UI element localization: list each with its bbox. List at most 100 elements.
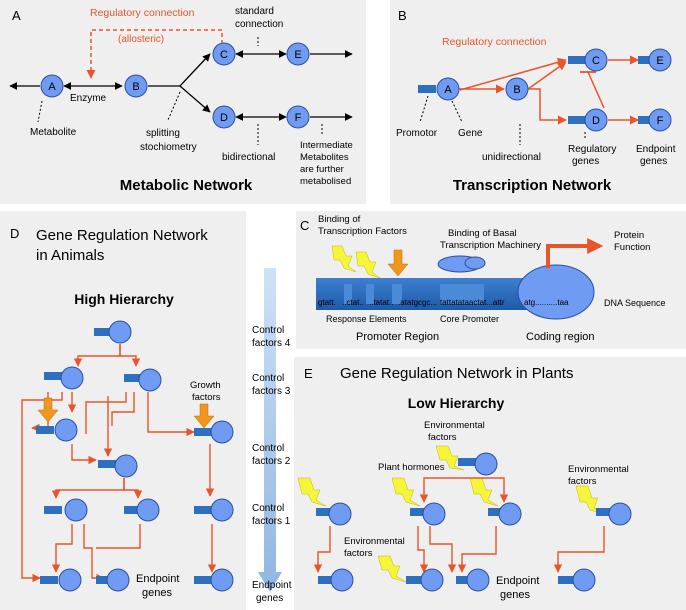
- response-elements-label: Response Elements: [326, 314, 407, 324]
- plant-gene-top: [458, 452, 498, 476]
- animal-endpoint-gene-3: [194, 568, 234, 592]
- seq-segment-3: ..tatat..: [369, 298, 393, 307]
- enzyme-label: Enzyme: [70, 93, 107, 104]
- lightning-icon-hormone-3: [469, 477, 499, 507]
- panel-d-letter: D: [10, 226, 19, 241]
- panel-a-background: [0, 0, 366, 204]
- animal-gene-cf2: [98, 454, 138, 478]
- cf3-line-2: factors 3: [252, 386, 291, 397]
- binding-tf-line-2: Transcription Factors: [318, 226, 407, 237]
- plant-gene-mid-3: [488, 502, 522, 526]
- panel-b-background: [390, 0, 686, 204]
- svg-text:E: E: [656, 55, 663, 67]
- svg-text:C: C: [220, 49, 228, 61]
- endpoint-label-e: Endpoint: [496, 575, 539, 587]
- cf3-line-1: Control: [252, 373, 284, 384]
- animal-gene-cf1-a: [44, 498, 88, 522]
- endpoint-genes-label-d: genes: [142, 587, 172, 599]
- intermediate-line-4: metabolised: [300, 176, 351, 187]
- splitting-pointer: [167, 91, 181, 121]
- promoter-region-label: Promoter Region: [356, 331, 439, 343]
- seq-segment-4: .atatgcgc...: [398, 298, 437, 307]
- metabolite-label: Metabolite: [30, 127, 77, 138]
- endpoint-genes-label-e: genes: [500, 589, 530, 601]
- panel-a-regulatory-label: Regulatory connection: [90, 7, 195, 19]
- protein-function-arrow: [546, 238, 604, 268]
- seq-segment-6: atg..........taa: [524, 298, 569, 307]
- intermediate-line-3: are further: [300, 164, 344, 175]
- bidirectional-label: bidirectional: [222, 152, 275, 163]
- control-factor-band: Control factors 4 Control factors 3 Cont…: [252, 268, 292, 604]
- low-hierarchy-label: Low Hierarchy: [408, 395, 505, 411]
- cf2-line-2: factors 2: [252, 456, 291, 467]
- panel-b-letter: B: [398, 8, 407, 23]
- metabolite-node-d: D: [212, 105, 236, 129]
- seq-segment-2: ..ctat..: [342, 298, 364, 307]
- dna-sequence-label: DNA Sequence: [604, 298, 666, 308]
- edge-gene-b-to-c: [527, 61, 567, 90]
- orange-arrow-icon-animal-1: [37, 397, 59, 423]
- cf4-line-1: Control: [252, 325, 284, 336]
- unidirectional-label: unidirectional: [482, 152, 541, 163]
- binding-tf-line-1: Binding of: [318, 214, 361, 225]
- env3-line-1: Environmental: [568, 464, 629, 475]
- svg-text:A: A: [444, 84, 452, 96]
- cf2-line-1: Control: [252, 443, 284, 454]
- gene-label: Gene: [458, 128, 483, 139]
- animal-gene-top: [94, 320, 132, 344]
- metabolite-node-e: E: [286, 42, 310, 66]
- middle-endpoint-line-2: genes: [256, 593, 283, 604]
- plant-endpoint-gene-1: [318, 568, 354, 592]
- endpoint-label-b: Endpoint: [636, 144, 676, 155]
- panel-c-letter: C: [300, 218, 309, 233]
- edge-gene-a-to-c: [459, 57, 567, 91]
- env3-line-2: factors: [568, 476, 597, 487]
- regulatory-genes-label: genes: [572, 156, 599, 167]
- panel-c: C Binding of Transcription Factors Bindi…: [296, 211, 686, 349]
- panel-e-title: Gene Regulation Network in Plants: [340, 365, 573, 382]
- metabolite-node-a: A: [40, 74, 64, 98]
- promotor-pointer: [419, 95, 429, 123]
- edge-d-inhibits-c: [587, 71, 605, 109]
- panel-e-background: [294, 357, 686, 610]
- lightning-icon-hormone-2: [391, 477, 421, 507]
- protein-label: Protein: [614, 230, 644, 241]
- svg-text:F: F: [295, 112, 302, 124]
- gene-node-d: D: [568, 108, 608, 132]
- function-label: Function: [614, 242, 650, 253]
- plant-gene-mid-2: [410, 502, 446, 526]
- lightning-icon-env2: [377, 555, 407, 583]
- dna-sequence-text: gtatt. ..ctat.. ..tatat.. .atatgcgc... t…: [318, 298, 569, 307]
- seq-segment-1: gtatt.: [318, 298, 336, 307]
- metabolite-node-c: C: [212, 42, 236, 66]
- env2-line-2: factors: [344, 548, 373, 559]
- growth-factors-label: factors: [192, 392, 221, 403]
- edge-b-d: [179, 85, 211, 113]
- response-element-2: [366, 284, 374, 304]
- binding-basal-line-1: Binding of Basal: [448, 228, 517, 239]
- cf4-line-2: factors 4: [252, 338, 291, 349]
- gene-node-b: B: [505, 77, 529, 101]
- panel-e-letter: E: [304, 366, 313, 381]
- high-hierarchy-label: High Hierarchy: [74, 291, 174, 307]
- svg-text:C: C: [592, 55, 600, 67]
- lightning-icon-hormone-1: [297, 477, 327, 507]
- stoichiometry-label: stochiometry: [140, 142, 197, 153]
- env1-line-2: factors: [428, 432, 457, 443]
- env2-line-1: Environmental: [344, 536, 405, 547]
- plant-gene-mid-4: [596, 502, 632, 526]
- svg-text:B: B: [513, 84, 520, 96]
- plant-endpoint-gene-4: [558, 568, 596, 592]
- env1-line-1: Environmental: [424, 420, 485, 431]
- svg-text:D: D: [220, 112, 228, 124]
- splitting-label: splitting: [146, 128, 180, 139]
- endpoint-label-d: Endpoint: [136, 573, 179, 585]
- connection-label: connection: [235, 19, 283, 30]
- animal-endpoint-gene-2: [96, 568, 130, 592]
- metabolite-node-f: F: [286, 105, 310, 129]
- response-element-1: [344, 284, 352, 304]
- lightning-icon-env1: [435, 445, 465, 471]
- allosteric-dashed-arrow: [86, 29, 223, 79]
- panel-d: D Gene Regulation Network in Animals Hig…: [0, 211, 246, 610]
